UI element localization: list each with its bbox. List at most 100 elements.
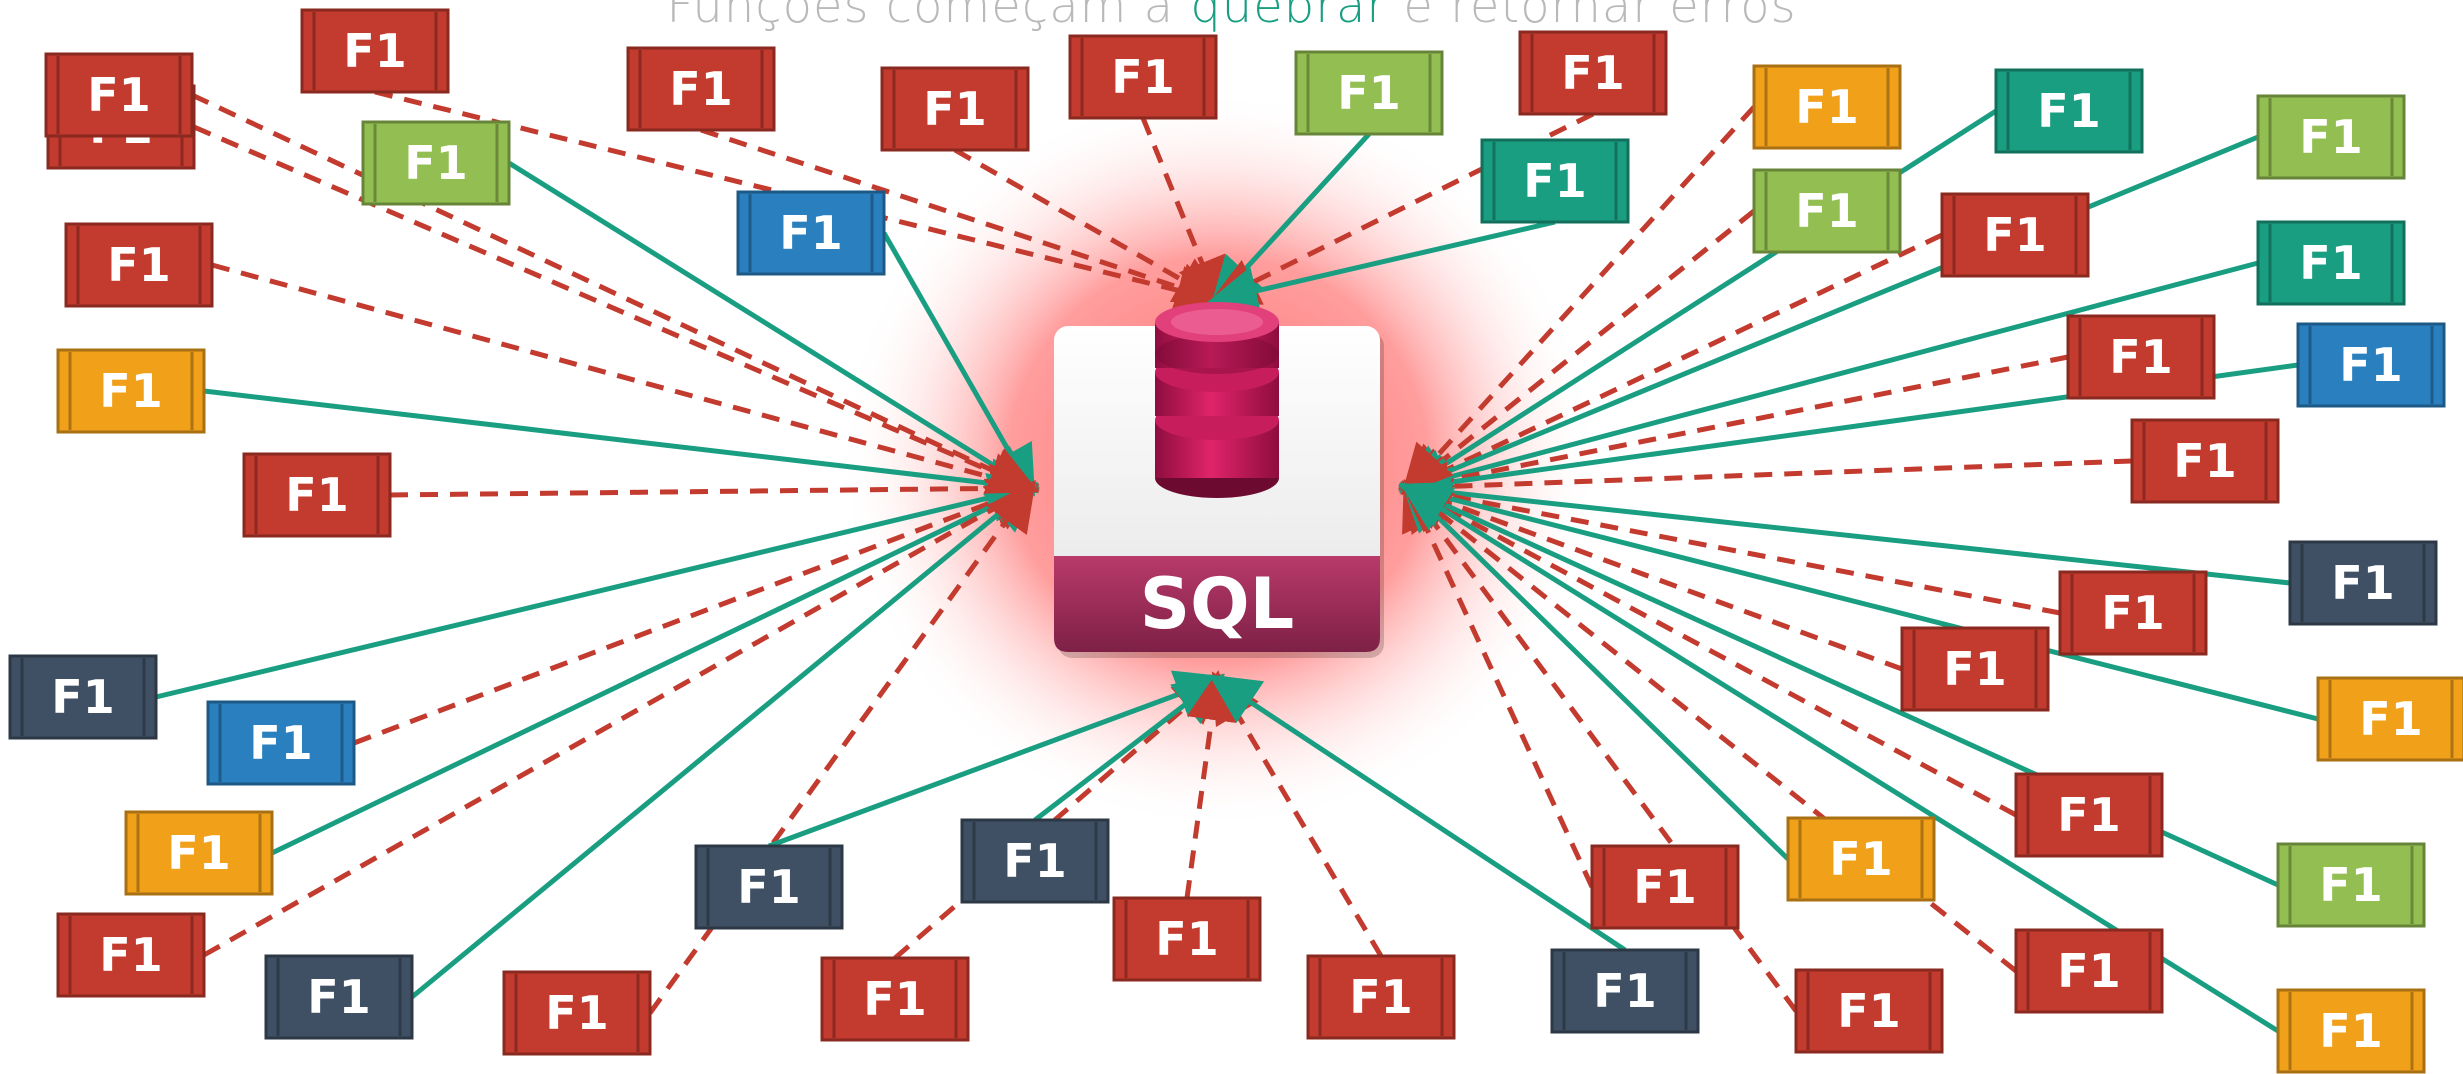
function-node-box <box>1994 68 2144 154</box>
function-node[interactable]: F1 <box>1518 30 1668 116</box>
function-node[interactable]: F1 <box>1786 816 1936 902</box>
function-node-label: F1 <box>2057 788 2120 842</box>
function-node-label: F1 <box>669 62 732 116</box>
function-node[interactable]: F1 <box>56 912 206 998</box>
function-node[interactable]: F1 <box>8 654 158 740</box>
function-node-box <box>2066 314 2216 400</box>
function-node[interactable]: F1 <box>2058 570 2208 656</box>
function-node-label: F1 <box>1633 860 1696 914</box>
function-node[interactable]: F1 <box>300 8 450 94</box>
function-node[interactable]: F1 <box>1306 954 1456 1040</box>
function-node[interactable]: F1 <box>1590 844 1740 930</box>
dependency-edge <box>1398 134 2259 496</box>
dependency-edge <box>202 483 1039 958</box>
function-node[interactable]: F1 <box>2276 988 2426 1074</box>
function-node[interactable]: F1 <box>2316 676 2463 762</box>
dependency-edge <box>193 124 1040 496</box>
dependency-edge <box>1400 209 1756 495</box>
dependency-edge <box>1400 481 1790 861</box>
dependency-edge <box>1033 673 1225 822</box>
function-node-label: F1 <box>285 468 348 522</box>
dependency-edge <box>1402 478 1595 889</box>
function-node-box <box>2276 842 2426 928</box>
function-node[interactable]: F1 <box>1900 626 2050 712</box>
function-node[interactable]: F1 <box>1752 168 1902 254</box>
function-node[interactable]: F1 <box>880 66 1030 152</box>
function-node[interactable]: F1 <box>2276 842 2426 928</box>
function-node-label: F1 <box>2299 236 2362 290</box>
function-node[interactable]: F1 <box>2130 418 2280 504</box>
function-node-label: F1 <box>1337 66 1400 120</box>
dependency-edge <box>1398 467 2291 586</box>
function-node-label: F1 <box>2359 692 2422 746</box>
dependency-edge <box>1402 479 1799 1013</box>
function-node[interactable]: F1 <box>124 810 274 896</box>
function-node-box <box>124 810 274 896</box>
function-node-box <box>1294 50 1444 136</box>
dependency-edge <box>389 463 1040 514</box>
function-node[interactable]: F1 <box>242 452 392 538</box>
function-node-label: F1 <box>99 928 162 982</box>
function-node[interactable]: F1 <box>2256 94 2406 180</box>
function-node-box <box>694 844 844 930</box>
function-node[interactable]: F1 <box>1112 896 1262 982</box>
function-node[interactable]: F1 <box>2014 928 2164 1014</box>
function-node-label: F1 <box>2339 338 2402 392</box>
function-node-box <box>1752 64 1902 150</box>
dependency-edge <box>1398 260 2259 502</box>
function-node[interactable]: F1 <box>1794 968 1944 1054</box>
function-node-box <box>1306 954 1456 1040</box>
function-node-label: F1 <box>343 24 406 78</box>
function-node[interactable]: F1 <box>1752 64 1902 150</box>
function-node[interactable]: F1 <box>1068 34 1218 120</box>
function-node[interactable]: F1 <box>820 956 970 1042</box>
function-node[interactable]: F1 <box>206 700 356 786</box>
page-title: Funções começam a quebrar e retornar err… <box>0 0 2463 34</box>
function-node[interactable]: F1 <box>960 818 1110 904</box>
dependency-edge <box>1398 470 2061 616</box>
function-node[interactable]: F1 <box>694 844 844 930</box>
function-node-label: F1 <box>2319 1004 2382 1058</box>
function-node-label: F1 <box>249 716 312 770</box>
function-node-box <box>64 222 214 308</box>
dependency-edge <box>270 482 1040 856</box>
function-node-box <box>626 46 776 132</box>
function-node[interactable]: F1 <box>1994 68 2144 154</box>
function-node-box <box>56 348 206 434</box>
function-node[interactable]: F1 <box>2296 322 2446 408</box>
function-node[interactable]: F1 <box>2014 772 2164 858</box>
dependency-edge <box>410 481 1038 999</box>
function-node-box <box>1518 30 1668 116</box>
function-node[interactable]: F1 <box>361 120 511 206</box>
function-node-label: F1 <box>2037 84 2100 138</box>
function-node[interactable]: F1 <box>736 190 886 276</box>
function-node[interactable]: F1 <box>56 348 206 434</box>
function-node[interactable]: F1 <box>1294 50 1444 136</box>
function-node[interactable]: F1 <box>2288 540 2438 626</box>
function-node-label: F1 <box>307 970 370 1024</box>
dependency-edge <box>203 388 1040 509</box>
dependency-edge <box>1207 219 1556 316</box>
function-node[interactable]: F1 <box>2066 314 2216 400</box>
function-node-box <box>960 818 1110 904</box>
function-node[interactable]: F1 <box>1940 192 2090 278</box>
function-node-box <box>1068 34 1218 120</box>
function-node-label: F1 <box>2109 330 2172 384</box>
function-node-label: F1 <box>1593 964 1656 1018</box>
function-node-box <box>2256 94 2406 180</box>
function-node-label: F1 <box>1837 984 1900 1038</box>
sql-label: SQL <box>1140 563 1295 645</box>
dependency-edge <box>507 160 1039 494</box>
dependency-edge <box>1401 105 1756 496</box>
function-node-box <box>264 954 414 1040</box>
function-node[interactable]: F1 <box>64 222 214 308</box>
function-node[interactable]: F1 <box>2256 220 2406 306</box>
function-node-box <box>2276 988 2426 1074</box>
function-node[interactable]: F1 <box>264 954 414 1040</box>
function-node[interactable]: F1 <box>502 970 652 1056</box>
function-node[interactable]: F1 <box>44 52 194 138</box>
function-node[interactable]: F1 <box>1480 138 1630 224</box>
function-node[interactable]: F1 <box>626 46 776 132</box>
function-node[interactable]: F1 <box>1550 948 1700 1034</box>
dependency-edge <box>211 262 1040 502</box>
